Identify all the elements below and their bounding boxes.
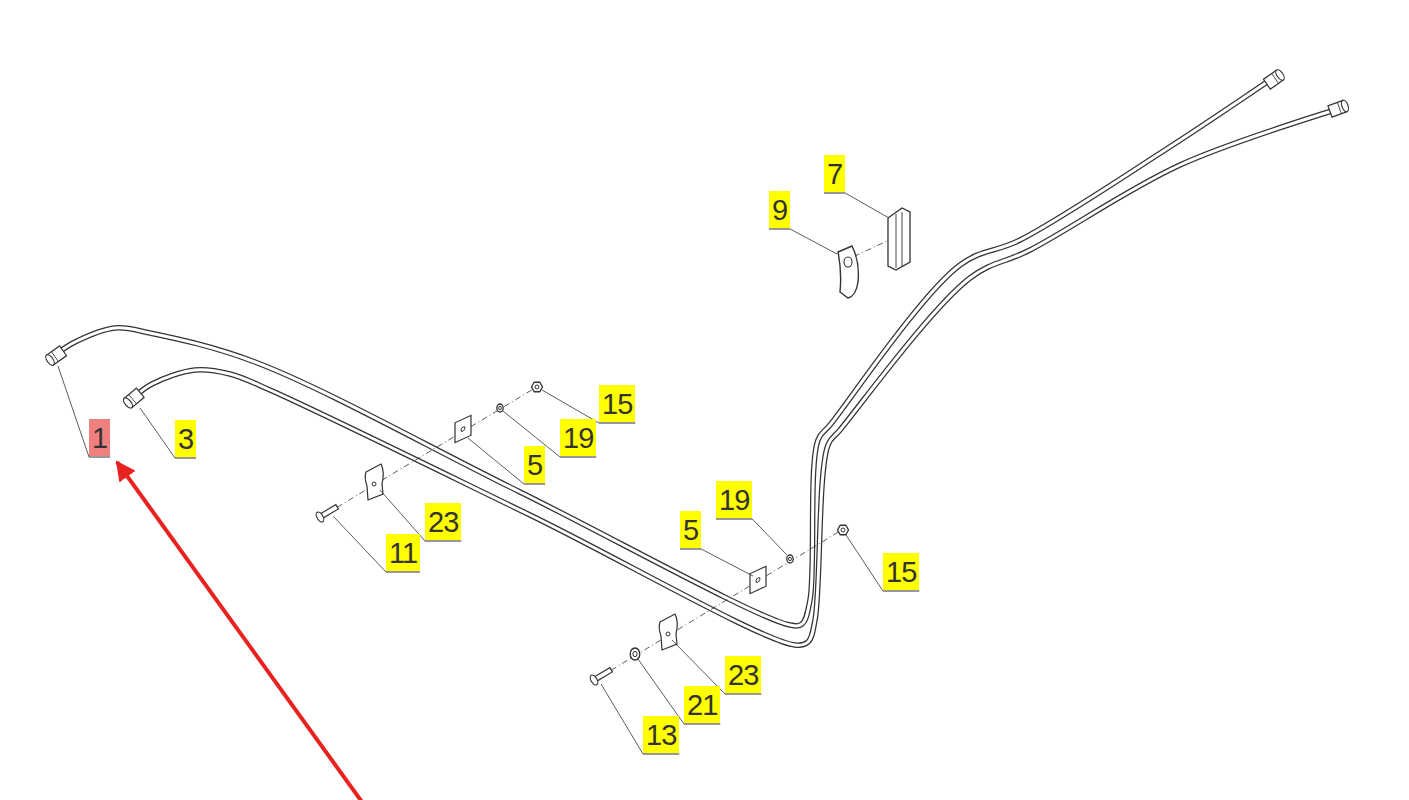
callout-number: 19 — [716, 481, 752, 518]
bolt-part — [589, 665, 614, 686]
centre-line — [600, 528, 845, 677]
callout-underline — [599, 423, 635, 424]
callout-underline — [680, 549, 701, 550]
leader-line — [846, 535, 883, 591]
clamp-part — [838, 246, 858, 298]
callout-number: 9 — [769, 191, 790, 228]
tube-outline — [133, 110, 1335, 645]
tube-fill — [133, 110, 1335, 645]
callout-underline — [643, 754, 679, 755]
callout-number: 3 — [175, 420, 196, 457]
callout-number: 7 — [824, 155, 845, 192]
callout-underline — [725, 694, 761, 695]
block-groove — [896, 212, 902, 268]
leader-lines — [58, 193, 919, 754]
plate-part — [750, 566, 766, 593]
tube-nut — [122, 388, 144, 409]
washer-part — [630, 648, 640, 660]
tube-fill — [55, 80, 1270, 626]
tube-nut — [44, 346, 66, 367]
leader-line — [601, 684, 643, 754]
callout-underline — [824, 193, 845, 194]
leader-line — [333, 516, 386, 572]
nut-bore — [535, 385, 539, 389]
callout-number: 23 — [425, 503, 461, 540]
tube-nut — [1328, 99, 1350, 117]
centre-line — [326, 385, 540, 514]
callout-number: 21 — [684, 686, 720, 723]
callout-underline — [386, 572, 420, 573]
brake-tubes — [55, 80, 1335, 645]
leader-line — [701, 549, 753, 576]
pipe-clip — [365, 464, 383, 500]
callout-number: 19 — [560, 419, 596, 456]
callout-underline — [89, 457, 110, 458]
callout-number: 23 — [725, 656, 761, 693]
callout-number: 5 — [524, 446, 545, 483]
callout-underline — [175, 458, 196, 459]
callout-underline — [883, 591, 919, 592]
tube-outline — [55, 80, 1270, 626]
leader-line — [638, 659, 684, 724]
clamp-hole — [844, 257, 852, 267]
pipe-clip — [659, 614, 677, 650]
bolt-part — [315, 502, 340, 523]
nut-bore — [841, 528, 845, 532]
leader-line — [752, 519, 787, 555]
leader-line — [140, 408, 175, 458]
callout-number: 11 — [386, 534, 420, 571]
leader-line — [845, 193, 889, 218]
leader-line — [790, 229, 837, 254]
tube-nut — [1263, 68, 1285, 89]
callout-underline — [425, 541, 461, 542]
callout-underline — [524, 484, 545, 485]
washer-part — [497, 404, 503, 412]
leader-line — [58, 366, 89, 457]
callout-number: 15 — [883, 553, 919, 590]
callout-underline — [716, 519, 752, 520]
rubber-block — [888, 208, 910, 270]
callout-underline — [560, 457, 596, 458]
washer-part — [787, 555, 793, 563]
hex-nut — [838, 525, 849, 535]
pointer-arrow — [117, 462, 362, 800]
callout-number: 15 — [599, 385, 635, 422]
callout-number: 5 — [680, 511, 701, 548]
callout-number: 1 — [89, 419, 110, 456]
hex-nut — [532, 382, 543, 392]
callout-underline — [769, 229, 790, 230]
leader-line — [468, 438, 524, 484]
callout-underline — [684, 724, 720, 725]
callout-number: 13 — [643, 716, 679, 753]
